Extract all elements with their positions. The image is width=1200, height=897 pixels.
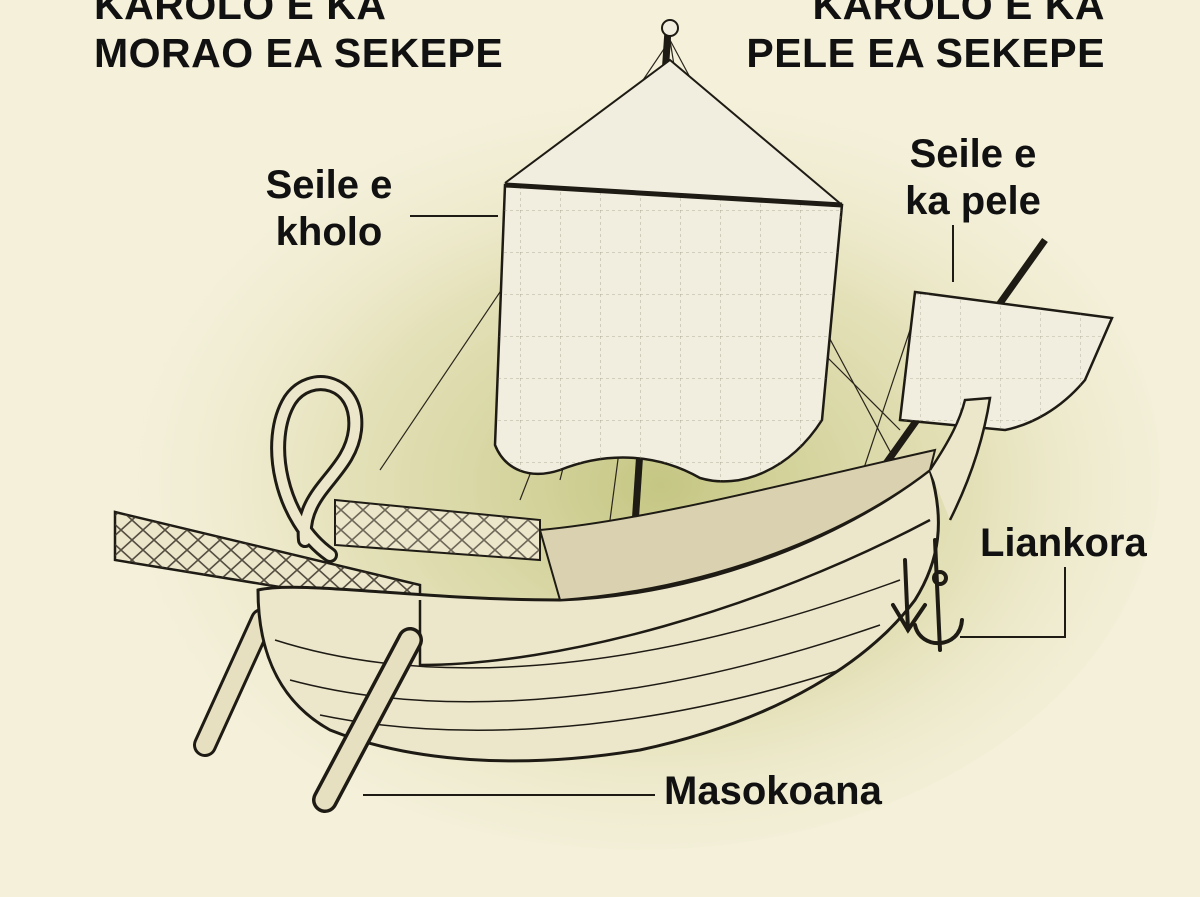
stern-section-heading: KAROLO E KA MORAO EA SEKEPE: [94, 0, 503, 77]
foresail-label-line-2: ka pele: [905, 179, 1041, 223]
bow-heading-line-2: PELE EA SEKEPE: [746, 30, 1105, 76]
stern-railing: [113, 498, 541, 612]
mainsail-label-line-2: kholo: [275, 210, 383, 254]
steering-oars: [193, 608, 274, 757]
mainsail-label-line-1: Seile e: [265, 163, 393, 207]
mainsail-label: Seile e kholo: [254, 162, 404, 256]
anchors-label: Liankora: [980, 521, 1147, 565]
fore-sail: [857, 237, 1114, 503]
stern-heading-line-1: KAROLO E KA: [94, 0, 387, 28]
stern-ornament: [270, 375, 364, 563]
leader-lines: [363, 215, 1066, 796]
front-steering-oar: [312, 627, 423, 813]
foresail-label: Seile e ka pele: [888, 131, 1058, 225]
bow-heading-line-1: KAROLO E KA: [812, 0, 1105, 28]
stern-heading-line-2: MORAO EA SEKEPE: [94, 30, 504, 76]
hull: [256, 396, 992, 763]
bow-section-heading: KAROLO E KA PELE EA SEKEPE: [746, 0, 1105, 77]
oars-label: Masokoana: [664, 769, 882, 813]
foresail-label-line-1: Seile e: [909, 132, 1037, 176]
main-sail: [493, 182, 844, 483]
anchors: [891, 538, 964, 652]
